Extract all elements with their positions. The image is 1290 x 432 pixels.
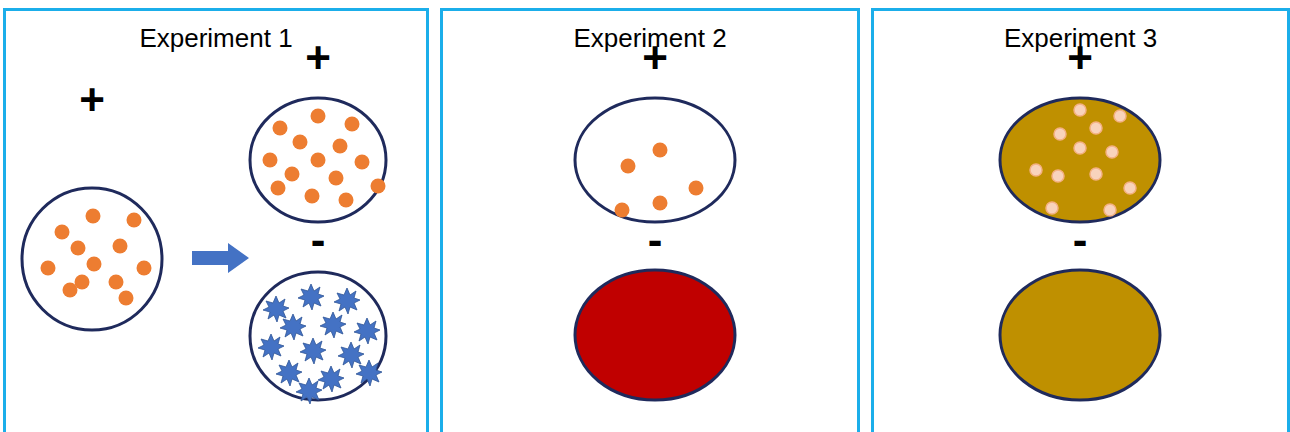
experiment-panel: Experiment 3+- <box>871 8 1290 432</box>
plate-outline <box>247 269 389 403</box>
culture-plate: - <box>247 218 389 403</box>
plate-ellipse <box>1000 98 1160 222</box>
orange-colonies <box>263 109 386 208</box>
plate-outline <box>997 95 1163 225</box>
plate-sign: + <box>572 38 738 78</box>
plate-ellipse <box>575 270 735 400</box>
transfer-arrow <box>192 243 249 273</box>
plate-ellipse <box>1000 270 1160 400</box>
plate-outline <box>19 185 165 333</box>
panel-title: Experiment 1 <box>6 23 426 53</box>
culture-plate: - <box>997 218 1163 403</box>
experiment-panel: Experiment 1++- <box>3 8 429 432</box>
plate-sign: - <box>997 220 1163 260</box>
plate-ellipse <box>250 98 386 222</box>
plate-ellipse <box>575 98 735 222</box>
plate-outline <box>247 95 389 225</box>
culture-plate: - <box>572 218 738 403</box>
plate-ellipse <box>250 272 386 400</box>
plate-sign: + <box>997 38 1163 78</box>
blue-colonies <box>258 284 382 404</box>
plate-sign: + <box>247 38 389 78</box>
plate-ellipse <box>22 188 162 330</box>
orange-colonies <box>615 143 704 218</box>
plate-sign: + <box>19 80 165 120</box>
plate-outline <box>572 267 738 403</box>
pale-colonies <box>1030 104 1136 216</box>
culture-plate: + <box>247 36 389 225</box>
culture-plate: + <box>997 36 1163 225</box>
culture-plate: + <box>19 78 165 333</box>
plate-outline <box>997 267 1163 403</box>
culture-plate: + <box>572 36 738 225</box>
plate-sign: - <box>572 220 738 260</box>
orange-colonies <box>41 209 152 306</box>
plate-sign: - <box>247 220 389 260</box>
experiment-panel: Experiment 2+- <box>440 8 860 432</box>
plate-outline <box>572 95 738 225</box>
